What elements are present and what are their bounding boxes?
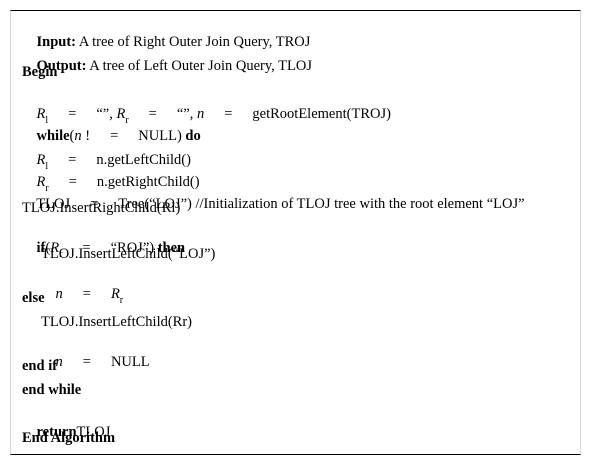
var-r: R — [116, 106, 126, 122]
begin-line: Begin — [22, 64, 58, 80]
input-text: A tree of Right Outer Join Query, TROJ — [76, 34, 311, 50]
equals-sign: = — [90, 196, 99, 212]
var-n: n — [55, 286, 63, 302]
var-n: n — [55, 354, 63, 370]
n-assign-null-line: n = NULL — [41, 335, 150, 389]
sub-r: r — [59, 249, 63, 260]
sub-l: l — [45, 161, 49, 172]
insert-left-rr-line: TLOJ.InsertLeftChild(Rr) — [41, 314, 193, 330]
rl-assign-line: Rl = n.getLeftChild() — [22, 133, 191, 189]
end-if-line: end if — [22, 358, 58, 374]
init-value: “”, — [176, 106, 197, 122]
n-assign-rr-line: n = Rr — [41, 267, 124, 323]
var-r: R — [36, 152, 46, 168]
if-line: if(Rr = “ROJ”) then — [22, 221, 186, 277]
null-value: NULL) — [138, 128, 186, 144]
var-r: R — [36, 174, 46, 190]
equals-sign: = — [68, 152, 77, 168]
output-label: Output: — [36, 58, 87, 74]
tloj-init-line: TLOJ = Tree(“LOJ”) //Initialization of TLO… — [22, 177, 525, 231]
init-value: “”, — [96, 106, 117, 122]
null-value: NULL — [110, 354, 150, 370]
tree-call: Tree(“LOJ”) //Initialization of TLOJ tre… — [118, 196, 525, 212]
var-n: n — [74, 128, 82, 144]
sub-r: r — [125, 115, 129, 126]
return-keyword: return — [36, 424, 77, 440]
input-line: Input: A tree of Right Outer Join Query,… — [22, 15, 311, 69]
not-sign: ! — [81, 128, 91, 144]
root-call: getRootElement(TROJ) — [252, 106, 391, 122]
var-r: R — [50, 240, 60, 256]
while-keyword: while — [36, 128, 70, 144]
sub-r: r — [119, 295, 124, 306]
equals-sign: = — [110, 128, 119, 144]
right-child-call: n.getRightChild() — [96, 174, 200, 190]
open-paren: ( — [69, 128, 75, 144]
end-while-line: end while — [22, 382, 82, 398]
sub-r: r — [45, 183, 49, 194]
then-keyword: then — [157, 240, 186, 256]
if-keyword: if — [36, 240, 46, 256]
var-n: n — [196, 106, 205, 122]
open-paren: ( — [45, 240, 51, 256]
equals-sign: = — [224, 106, 233, 122]
return-value: TLOJ — [76, 424, 111, 440]
output-text: A tree of Left Outer Join Query, TLOJ — [86, 58, 312, 74]
var-r: R — [36, 106, 46, 122]
equals-sign: = — [148, 106, 157, 122]
tloj-var: TLOJ — [36, 196, 71, 212]
equals-sign: = — [82, 354, 91, 370]
equals-sign: = — [68, 174, 77, 190]
equals-sign: = — [82, 286, 91, 302]
equals-sign: = — [82, 240, 91, 256]
else-line: else — [22, 290, 45, 306]
rr-assign-line: Rr = n.getRightChild() — [22, 155, 200, 211]
init-line: Rl = “”, Rr = “”, n = getRootElement(TROJ) — [22, 87, 391, 143]
insert-right-line: TLOJ.InsertRightChild(Rl) — [22, 200, 181, 216]
output-line: Output: A tree of Left Outer Join Query,… — [22, 39, 312, 93]
left-child-call: n.getLeftChild() — [96, 152, 191, 168]
sub-l: l — [45, 115, 49, 126]
algorithm-box: Input: A tree of Right Outer Join Query,… — [10, 10, 581, 455]
insert-left-loj-line: TLOJ.InsertLeftChild(“LOJ”) — [41, 246, 216, 262]
equals-sign: = — [68, 106, 77, 122]
return-line: returnTLOJ — [22, 405, 111, 459]
input-label: Input: — [36, 34, 77, 50]
var-r: R — [110, 286, 120, 302]
do-keyword: do — [185, 128, 201, 144]
roj-value: “ROJ”) — [110, 240, 158, 256]
end-algorithm-line: End Algorithm — [22, 430, 116, 446]
while-line: while(n !=NULL) do — [22, 109, 201, 163]
